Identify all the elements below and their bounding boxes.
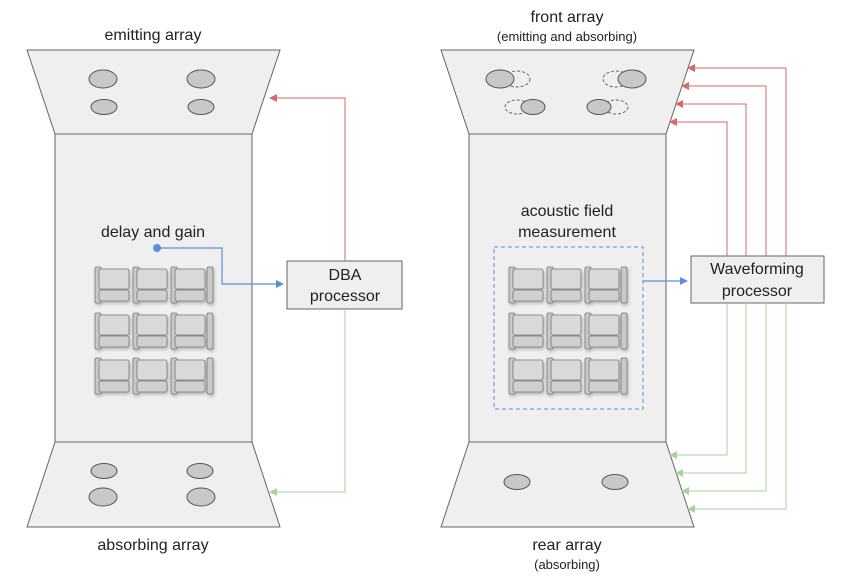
- front-array-panel: [440, 49, 695, 135]
- rear-array-signal-arrows: [669, 303, 787, 513]
- left-seating: [95, 267, 213, 394]
- speaker-icon: [88, 487, 118, 507]
- seat-row: [95, 267, 213, 303]
- emit-signal-arrow: [681, 82, 767, 256]
- emitting-array-panel: [26, 49, 281, 135]
- absorb-signal-arrow: [669, 303, 728, 459]
- seat-row: [95, 313, 213, 349]
- absorb-signal-arrow: [681, 303, 767, 495]
- absorbing-array-speakers: [88, 463, 216, 507]
- seat-row: [95, 358, 213, 394]
- emit-signal-arrow: [687, 64, 787, 256]
- absorbing-array-label: absorbing array: [97, 537, 208, 554]
- waveforming-processor-label-line2: processor: [722, 283, 793, 300]
- speaker-icon: [187, 99, 215, 115]
- dba-processor-box: [286, 260, 403, 310]
- speaker-icon: [88, 69, 118, 89]
- speaker-icon: [90, 99, 118, 115]
- rear-array-label: rear array: [532, 537, 601, 554]
- seat-row: [509, 267, 627, 303]
- speaker-icon: [601, 474, 629, 490]
- speaker-icon: [586, 99, 612, 115]
- acoustic-field-label-line1: acoustic field: [521, 203, 614, 220]
- measurement-signal-arrow: [157, 247, 284, 288]
- speaker-icon: [503, 474, 531, 490]
- absorb-signal-arrow: [269, 309, 346, 496]
- absorb-signal-arrow: [687, 303, 787, 513]
- absorb-signal-arrow: [675, 303, 747, 477]
- waveforming-processor-box: [690, 255, 825, 304]
- rear-array-sublabel: (absorbing): [534, 557, 600, 572]
- speaker-icon: [90, 463, 118, 479]
- left-diagram: emitting array delay and gain absorbing …: [26, 27, 403, 554]
- right-seating: [509, 267, 627, 394]
- measurement-area: [493, 246, 644, 410]
- speaker-icon: [186, 487, 216, 507]
- speaker-icon: [520, 99, 546, 115]
- front-array-sublabel: (emitting and absorbing): [497, 29, 637, 44]
- rear-array-panel: [440, 441, 695, 528]
- emit-signal-arrow: [675, 100, 747, 256]
- speaker-icon: [186, 69, 216, 89]
- front-array-label: front array: [531, 9, 604, 26]
- dba-processor-label-line2: processor: [310, 288, 381, 305]
- seat-row: [509, 358, 627, 394]
- emitting-array-speakers: [88, 69, 216, 115]
- speaker-icon: [485, 69, 515, 89]
- acoustic-field-label-line2: measurement: [518, 224, 616, 241]
- dba-processor-label-line1: DBA: [329, 267, 362, 284]
- rear-array-speakers: [503, 474, 629, 490]
- speaker-icon: [186, 463, 214, 479]
- waveforming-processor-label-line1: Waveforming: [710, 261, 804, 278]
- front-array-signal-arrows: [669, 64, 787, 256]
- speaker-icon: [617, 69, 647, 89]
- emit-signal-arrow: [669, 118, 728, 256]
- seat-row: [509, 313, 627, 349]
- emit-signal-arrow: [269, 94, 346, 261]
- front-array-speakers: [485, 69, 647, 115]
- emitting-array-label: emitting array: [105, 27, 202, 44]
- delay-and-gain-label: delay and gain: [101, 224, 205, 241]
- virtual-speaker-icon: [503, 70, 531, 88]
- right-diagram: front array (emitting and absorbing) aco…: [440, 9, 825, 572]
- absorbing-array-panel: [26, 441, 281, 528]
